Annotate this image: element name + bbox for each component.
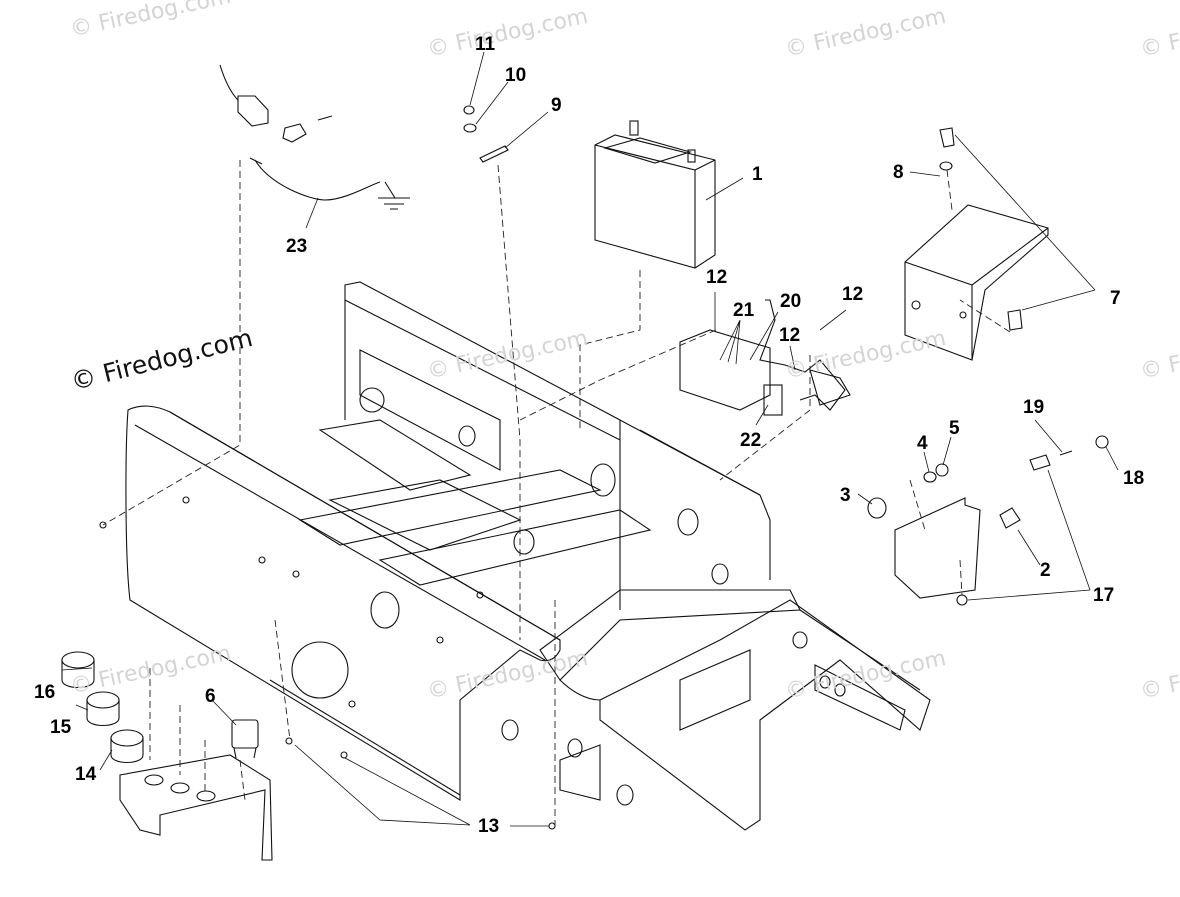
callout-12b: 12 — [842, 284, 864, 305]
callout-6: 6 — [205, 686, 216, 707]
callout-10: 10 — [505, 65, 527, 86]
assembly-lines — [102, 160, 1011, 826]
callout-3: 3 — [840, 485, 851, 506]
callout-19: 19 — [1023, 397, 1045, 418]
frame-right-rails — [559, 599, 931, 831]
callout-15: 15 — [50, 717, 72, 738]
callout-8: 8 — [893, 162, 904, 183]
frame-left-panel — [125, 405, 561, 801]
control-panel — [867, 435, 1109, 606]
callout-21: 21 — [733, 300, 755, 321]
callout-1: 1 — [752, 164, 763, 185]
callout-12c: 12 — [779, 325, 801, 346]
callout-5: 5 — [949, 418, 960, 439]
callout-7: 7 — [1110, 288, 1121, 309]
callout-14: 14 — [75, 764, 97, 785]
callout-16: 16 — [34, 682, 56, 703]
frame-cross-members — [298, 419, 801, 701]
callout-22: 22 — [740, 430, 762, 451]
callout-20: 20 — [780, 291, 802, 312]
callout-13: 13 — [478, 816, 500, 837]
callout-18: 18 — [1123, 468, 1145, 489]
callout-4: 4 — [917, 433, 928, 454]
callout-17: 17 — [1093, 585, 1115, 606]
sender-wire-assembly — [219, 64, 410, 210]
ignition-switch — [231, 719, 259, 759]
frame-rear-panel — [344, 281, 771, 610]
callout-2: 2 — [1040, 560, 1051, 581]
item-9-10-11-hardware — [463, 105, 509, 163]
callout-11: 11 — [475, 34, 496, 55]
callout-9: 9 — [551, 95, 562, 116]
callout-12a: 12 — [706, 267, 728, 288]
battery — [594, 120, 716, 269]
control-box — [904, 127, 1049, 361]
callout-23: 23 — [286, 236, 308, 257]
gauge-cluster — [61, 651, 273, 861]
frame-holes — [182, 387, 846, 806]
leader-lines — [61, 51, 1119, 827]
switch-block — [679, 299, 851, 416]
